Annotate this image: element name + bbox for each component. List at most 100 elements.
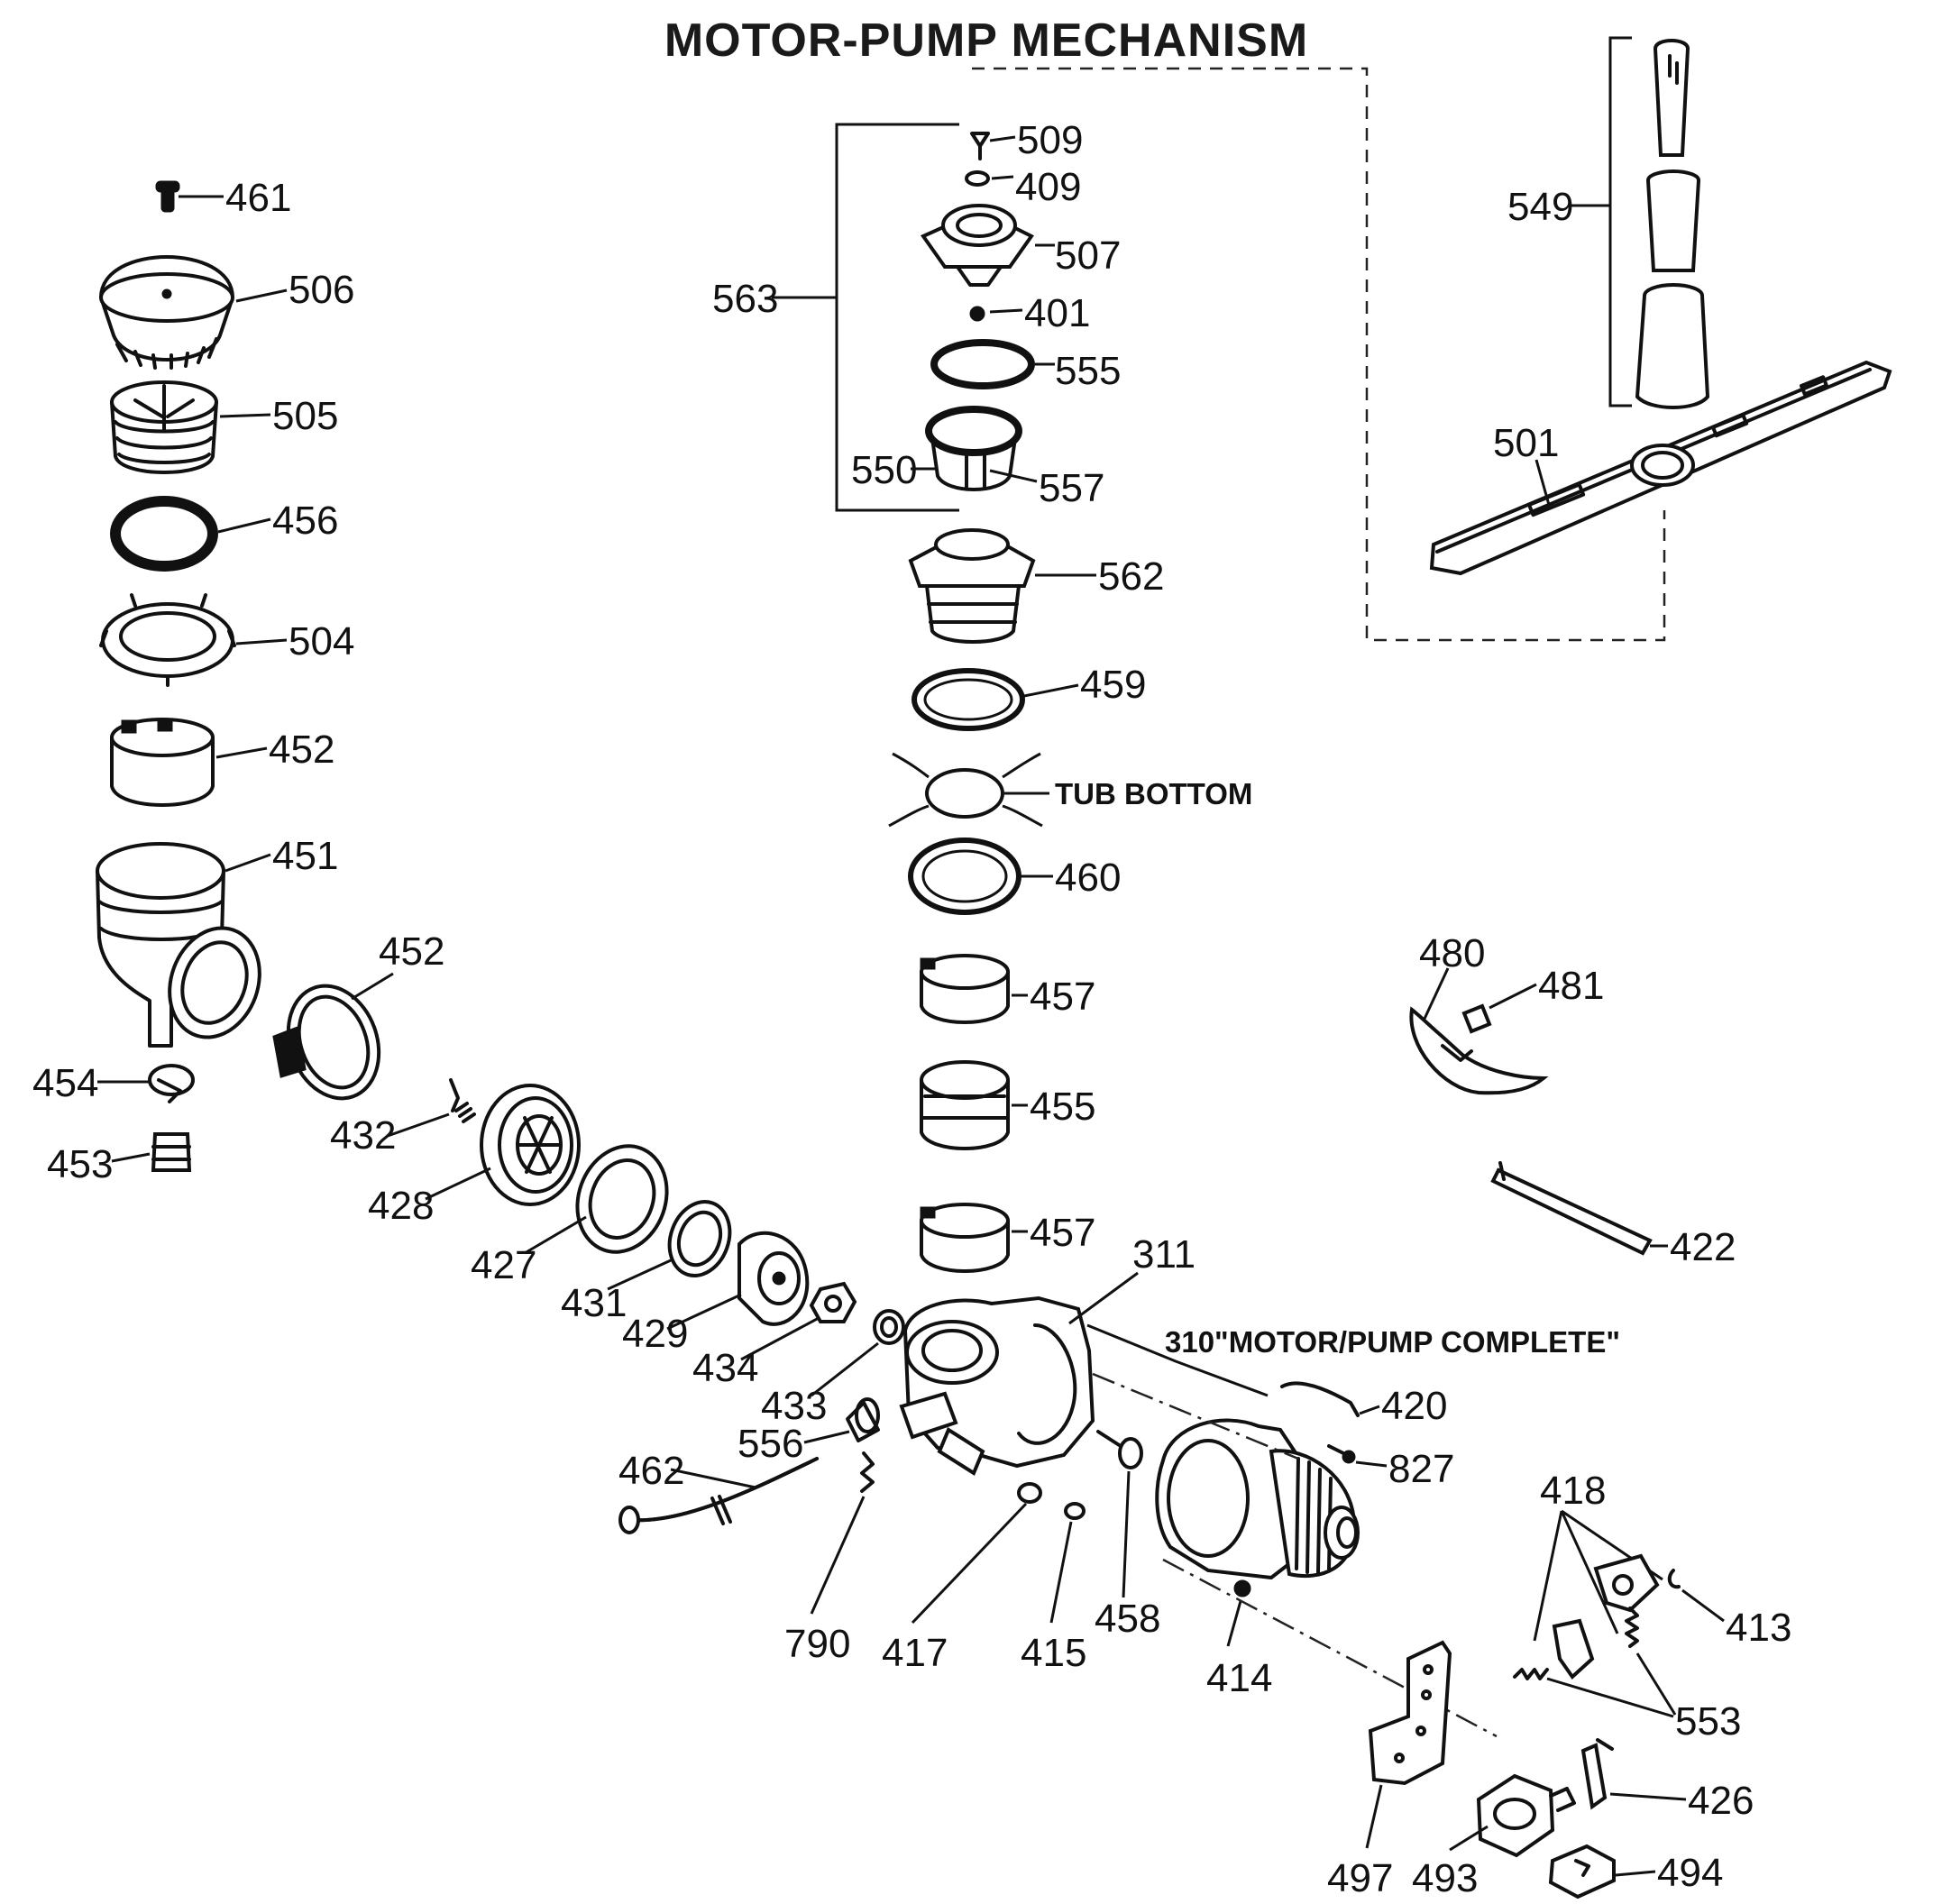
impeller-429-icon — [737, 1231, 810, 1326]
diagram-title: MOTOR-PUMP MECHANISM — [664, 14, 1308, 67]
callout-506: 506 — [289, 268, 354, 312]
plate-497-icon — [1368, 1640, 1452, 1786]
callout-456: 456 — [272, 499, 338, 543]
callout-453: 453 — [47, 1142, 113, 1186]
callout-501: 501 — [1493, 421, 1559, 465]
callout-418: 418 — [1540, 1469, 1606, 1513]
callout-413: 413 — [1726, 1606, 1791, 1650]
callout-494: 494 — [1657, 1851, 1723, 1895]
callout-549: 549 — [1507, 185, 1573, 229]
tub-bottom-label: TUB BOTTOM — [1055, 777, 1252, 810]
impeller-428-icon — [480, 1084, 581, 1206]
retainer-504-icon — [99, 593, 236, 687]
callout-415: 415 — [1021, 1631, 1086, 1675]
callout-420: 420 — [1381, 1384, 1447, 1428]
ring-431-icon — [667, 1200, 732, 1277]
callout-454: 454 — [32, 1061, 98, 1105]
screw-414-icon — [1233, 1579, 1251, 1597]
callout-462: 462 — [618, 1449, 684, 1493]
callout-311: 311 — [1132, 1232, 1196, 1277]
nut-434-icon — [809, 1281, 857, 1323]
leader-553 — [1546, 1652, 1677, 1718]
hose-462-icon — [618, 1457, 819, 1534]
tub-bottom-icon — [888, 752, 1043, 828]
callout-431: 431 — [561, 1281, 627, 1325]
bracket-418-icon — [1552, 1553, 1660, 1680]
hub-507-icon — [920, 204, 1034, 287]
callout-428: 428 — [368, 1184, 434, 1228]
callout-409: 409 — [1015, 165, 1081, 209]
solenoid-493-icon — [1476, 1773, 1576, 1858]
callout-422: 422 — [1670, 1225, 1736, 1269]
gasket-456-icon — [110, 496, 218, 572]
callout-452-lower: 452 — [379, 929, 444, 974]
spring-790-icon — [860, 1451, 875, 1493]
group-bracket-563 — [835, 123, 959, 512]
pump-housing-451-icon — [96, 842, 261, 1048]
motor-icon — [1155, 1418, 1360, 1580]
assembly-line-b — [1162, 1558, 1498, 1738]
callout-550: 550 — [851, 448, 917, 492]
pump-body-311-icon — [899, 1295, 1095, 1476]
ring-460-icon — [908, 838, 1021, 915]
callout-457-upper: 457 — [1030, 975, 1095, 1019]
washer-417-icon — [1017, 1482, 1042, 1504]
callout-458: 458 — [1095, 1597, 1160, 1641]
assembly-line-a — [1092, 1372, 1299, 1460]
shaft-458-icon — [1096, 1430, 1143, 1469]
callout-553: 553 — [1675, 1699, 1741, 1744]
filter-505-icon — [110, 380, 218, 474]
motor-pump-complete-label: 310"MOTOR/PUMP COMPLETE" — [1165, 1325, 1620, 1359]
clip-481-icon — [1461, 1003, 1492, 1034]
screw-509-icon — [970, 132, 990, 160]
callout-790: 790 — [784, 1622, 850, 1666]
bushing-433-icon — [873, 1309, 905, 1345]
callout-455: 455 — [1030, 1085, 1095, 1129]
callout-401: 401 — [1024, 291, 1090, 335]
callout-480: 480 — [1419, 931, 1485, 975]
group-bracket-549 — [1608, 36, 1632, 407]
washer-409-icon — [965, 170, 990, 187]
spray-arm-501-icon — [1429, 360, 1892, 576]
deflector-480-icon — [1409, 1006, 1549, 1095]
cover-494-icon — [1548, 1844, 1616, 1899]
callout-426: 426 — [1688, 1779, 1754, 1823]
callout-417: 417 — [882, 1631, 948, 1675]
callout-434: 434 — [692, 1346, 758, 1390]
gasket-459-icon — [912, 668, 1025, 731]
seat-550-icon — [925, 406, 1022, 491]
ball-401-icon — [969, 306, 985, 322]
clip-454-icon — [148, 1064, 195, 1103]
screw-827-icon — [1327, 1444, 1356, 1464]
callout-555: 555 — [1055, 349, 1121, 393]
callout-433: 433 — [761, 1384, 827, 1428]
callout-427: 427 — [471, 1243, 536, 1287]
callout-457-lower: 457 — [1030, 1211, 1095, 1255]
callout-459: 459 — [1080, 663, 1146, 707]
plug-453-icon — [151, 1132, 192, 1172]
callout-461: 461 — [225, 176, 291, 220]
callout-505: 505 — [272, 394, 338, 438]
callout-562: 562 — [1098, 554, 1164, 599]
callout-563: 563 — [712, 277, 778, 321]
bar-422-icon — [1490, 1161, 1653, 1256]
callout-432: 432 — [330, 1113, 396, 1158]
hose-clamp-452-icon — [110, 718, 215, 807]
callout-557: 557 — [1039, 466, 1104, 510]
hose-clamp-457a-icon — [920, 954, 1010, 1024]
callout-827: 827 — [1388, 1447, 1454, 1491]
filter-cap-506-icon — [98, 255, 235, 370]
spring-432-icon — [449, 1078, 476, 1123]
wire-420-icon — [1280, 1381, 1360, 1417]
screw-461-icon — [155, 180, 180, 213]
callout-504: 504 — [289, 619, 354, 664]
spring-553-icon — [1513, 1606, 1639, 1680]
actuator-426-icon — [1580, 1738, 1614, 1810]
tower-562-icon — [908, 528, 1036, 644]
hose-clamp-452b-icon — [272, 984, 381, 1101]
tower-tube-549-icon — [1635, 39, 1710, 409]
spray-arm-dashed-outline — [972, 67, 1666, 642]
callout-497: 497 — [1327, 1856, 1393, 1900]
